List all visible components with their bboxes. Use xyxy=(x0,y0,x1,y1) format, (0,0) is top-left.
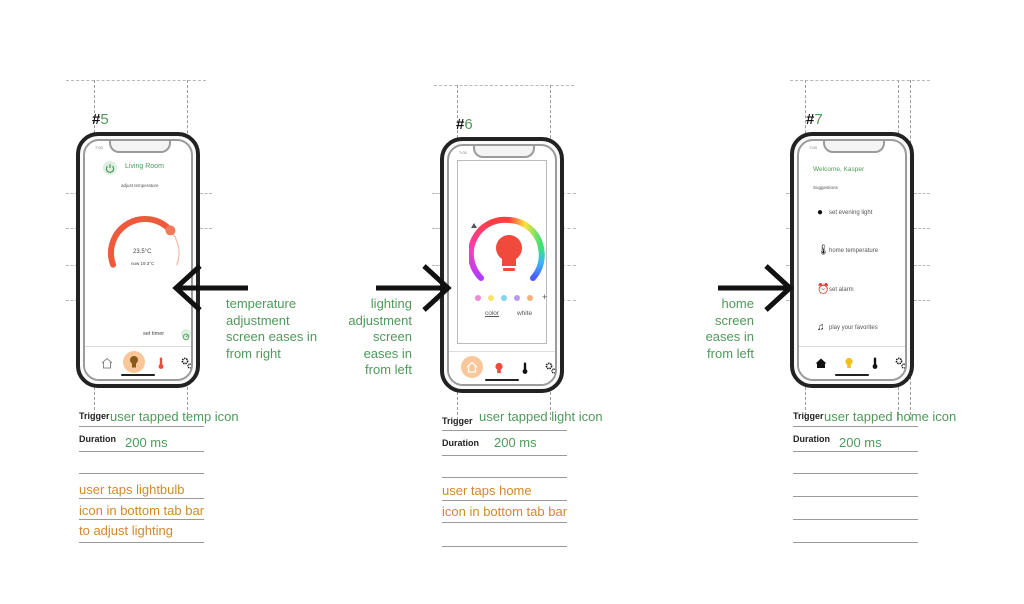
note-line: user taps home xyxy=(442,483,532,498)
thermometer-icon: 🌡 xyxy=(817,245,830,256)
phone-lighting-screen: 7:03 + color white xyxy=(440,137,564,393)
home-indicator xyxy=(485,379,519,381)
tab-temperature[interactable] xyxy=(515,358,535,378)
tab-settings[interactable] xyxy=(891,353,905,373)
suggestion-item[interactable]: ⏰set alarm xyxy=(817,284,854,295)
tab-white[interactable]: white xyxy=(517,310,533,317)
lightbulb-icon xyxy=(130,356,138,368)
suggestion-item[interactable]: ●set evening light xyxy=(817,207,873,218)
frame-number-7: #7 xyxy=(806,111,823,128)
color-swatch[interactable] xyxy=(475,295,481,301)
thermometer-icon xyxy=(158,357,164,369)
note-line: icon in bottom tab bar xyxy=(442,504,568,519)
home-icon xyxy=(466,361,478,373)
suggestion-item[interactable]: ♫play your favorites xyxy=(817,322,878,333)
thermometer-icon xyxy=(872,357,878,369)
thermometer-icon xyxy=(522,362,528,374)
tab-temperature[interactable] xyxy=(151,353,171,373)
note-line: user taps lightbulb xyxy=(79,482,185,497)
duration-value: 200 ms xyxy=(494,435,537,450)
phone-notch xyxy=(473,146,535,158)
temperature-dial[interactable] xyxy=(105,213,185,283)
tab-settings[interactable] xyxy=(541,358,555,378)
trigger-label: Trigger xyxy=(793,411,824,421)
trigger-value: user tapped temp icon xyxy=(110,409,239,424)
bottom-tab-bar xyxy=(85,346,191,379)
dial-knob[interactable] xyxy=(165,225,176,236)
frame-6-caption: lighting adjustment screen eases in from… xyxy=(348,296,412,377)
add-color-button[interactable]: + xyxy=(542,292,548,302)
frame-5-caption: temperature adjustment screen eases in f… xyxy=(226,296,318,361)
set-timer-button[interactable] xyxy=(181,329,191,341)
lightbulb-icon xyxy=(495,362,503,374)
arrow-right-icon xyxy=(376,264,452,312)
arrow-left-icon xyxy=(172,264,248,312)
tab-home[interactable] xyxy=(811,353,831,373)
note-line: icon in bottom tab bar xyxy=(79,503,205,518)
phone-home-screen: 7:03 Welcome, Kasper Suggestions ●set ev… xyxy=(790,132,914,388)
status-time: 7:03 xyxy=(809,145,817,150)
current-temperature: now 19.3°C xyxy=(131,261,155,266)
trigger-value: user tapped light icon xyxy=(479,409,603,424)
color-wheel[interactable] xyxy=(469,214,549,294)
room-title: Living Room xyxy=(125,163,164,170)
frame-number-5: #5 xyxy=(92,111,109,128)
tab-settings[interactable] xyxy=(177,353,191,373)
timer-icon xyxy=(182,333,190,341)
arrow-right-icon xyxy=(718,264,794,312)
duration-label: Duration xyxy=(793,434,830,444)
tab-temperature[interactable] xyxy=(865,353,885,373)
duration-label: Duration xyxy=(442,438,479,448)
status-time: 7:03 xyxy=(95,145,103,150)
duration-value: 200 ms xyxy=(839,435,882,450)
note-line: to adjust lighting xyxy=(79,523,173,538)
color-swatch[interactable] xyxy=(501,295,507,301)
power-button[interactable] xyxy=(103,161,117,175)
home-indicator xyxy=(121,374,155,376)
power-icon xyxy=(105,164,115,173)
welcome-heading: Welcome, Kasper xyxy=(813,166,865,173)
set-timer-label: set timer xyxy=(143,331,165,337)
home-indicator xyxy=(835,374,869,376)
duration-value: 200 ms xyxy=(125,435,168,450)
bottom-tab-bar xyxy=(799,346,905,379)
trigger-value: user tapped home icon xyxy=(824,409,957,424)
screen-subtitle: adjust temperature xyxy=(121,183,159,188)
lighting-content-area xyxy=(457,160,547,344)
gears-icon xyxy=(895,357,905,369)
home-icon xyxy=(815,358,827,368)
lightbulb-icon xyxy=(845,357,853,369)
gears-icon xyxy=(545,362,555,374)
home-icon xyxy=(101,357,113,369)
set-temperature-value: 23.5°C xyxy=(133,249,152,255)
tab-light[interactable] xyxy=(489,358,509,378)
phone-temperature-screen: 7:03 Living Room adjust temperature 23.5… xyxy=(76,132,200,388)
tab-home[interactable] xyxy=(97,353,117,373)
duration-label: Duration xyxy=(79,434,116,444)
suggestion-item[interactable]: 🌡home temperature xyxy=(817,245,879,256)
trigger-label: Trigger xyxy=(442,416,473,426)
music-note-icon: ♫ xyxy=(817,322,825,333)
trigger-label: Trigger xyxy=(79,411,110,421)
bottom-tab-bar xyxy=(449,351,555,384)
tab-color[interactable]: color xyxy=(485,310,500,317)
tab-home-active[interactable] xyxy=(461,356,483,378)
color-swatch[interactable] xyxy=(514,295,520,301)
alarm-clock-icon: ⏰ xyxy=(817,284,830,295)
gears-icon xyxy=(181,357,191,369)
suggestions-label: Suggestions xyxy=(813,185,838,190)
tab-light-active[interactable] xyxy=(123,351,145,373)
color-swatch[interactable] xyxy=(527,295,533,301)
status-time: 7:03 xyxy=(459,150,467,155)
phone-notch xyxy=(109,141,171,153)
frame-7-caption: home screen eases in from left xyxy=(705,296,754,361)
tab-light[interactable] xyxy=(839,353,859,373)
lightbulb-icon xyxy=(496,235,522,271)
lightbulb-icon: ● xyxy=(817,207,824,218)
frame-number-6: #6 xyxy=(456,116,473,133)
phone-notch xyxy=(823,141,885,153)
color-swatch[interactable] xyxy=(488,295,494,301)
dial-progress xyxy=(108,216,174,268)
